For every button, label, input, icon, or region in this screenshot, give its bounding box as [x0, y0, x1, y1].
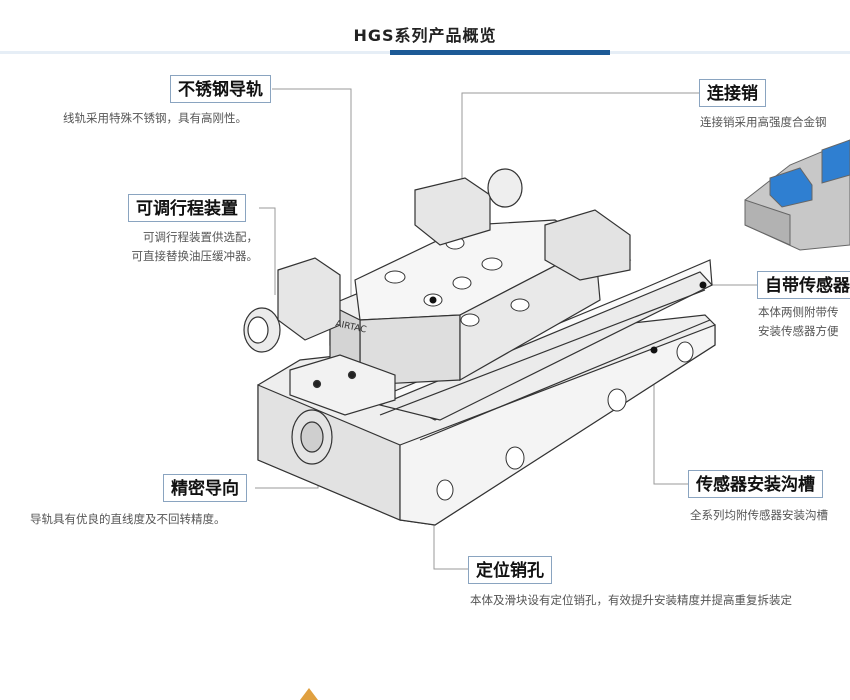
feature-desc-positioning-pin-hole: 本体及滑块设有定位销孔，有效提升安装精度并提高重复拆装定 — [470, 593, 792, 607]
feature-desc-stainless-rail: 线轨采用特殊不锈钢，具有高刚性。 — [63, 111, 247, 125]
feature-desc-adjustable-stroke-2: 可直接替换油压缓冲器。 — [131, 249, 259, 263]
gripper-product — [744, 139, 850, 251]
feature-label-positioning-pin-hole: 定位销孔 — [468, 556, 552, 584]
feature-desc-adjustable-stroke-1: 可调行程装置供选配， — [143, 230, 258, 244]
title-accent-bar — [390, 50, 610, 55]
rail-end — [289, 354, 396, 465]
feature-label-connecting-pin: 连接销 — [699, 79, 766, 107]
feature-label-adjustable-stroke: 可调行程装置 — [128, 194, 246, 222]
adjustable-stroke-unit — [243, 168, 631, 353]
feature-label-sensor-groove: 传感器安装沟槽 — [688, 470, 823, 498]
feature-label-stainless-rail: 不锈钢导轨 — [170, 75, 271, 103]
feature-desc-built-in-sensor-1: 本体两侧附带传 — [758, 305, 839, 319]
callout-dots — [429, 281, 707, 354]
feature-desc-connecting-pin: 连接销采用高强度合金钢 — [700, 115, 827, 129]
slide-table — [329, 219, 632, 386]
page-title: HGS系列产品概览 — [353, 26, 497, 45]
feature-desc-sensor-groove: 全系列均附传感器安装沟槽 — [690, 508, 828, 522]
feature-label-built-in-sensor: 自带传感器 — [757, 271, 850, 299]
feature-desc-built-in-sensor-2: 安装传感器方便 — [758, 324, 839, 338]
feature-label-precision-guide: 精密导向 — [163, 474, 247, 502]
feature-desc-precision-guide: 导轨具有优良的直线度及不回转精度。 — [30, 512, 226, 526]
decorative-triangle-icon — [300, 688, 318, 700]
